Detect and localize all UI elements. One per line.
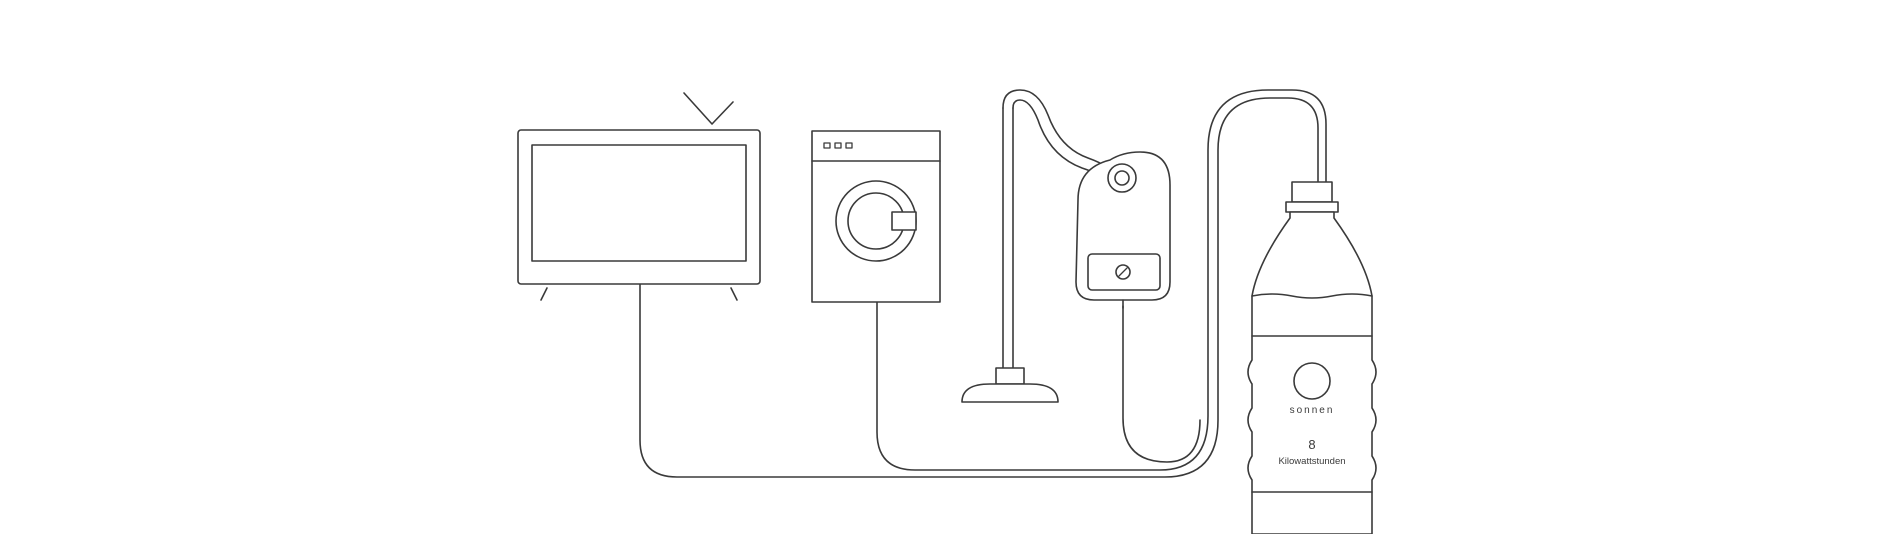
vacuum-panel: [1087, 253, 1161, 291]
washer-button-2: [834, 142, 842, 149]
bottle-body: [1247, 211, 1377, 534]
battery-brand: sonnen: [1290, 405, 1335, 416]
washer-button-1: [823, 142, 831, 149]
bottle-cap-ring: [1285, 201, 1339, 213]
vacuum-nozzle-neck: [995, 367, 1025, 385]
vacuum-nozzle: [961, 383, 1059, 403]
bottle-logo-circle: [1293, 362, 1331, 400]
washing-machine-icon: [811, 130, 941, 303]
washer-body: [811, 130, 941, 303]
vacuum-hose-connector-outer: [1107, 163, 1137, 193]
battery-capacity-unit: Kilowattstunden: [1278, 456, 1345, 467]
tv-glow-left: [540, 287, 548, 301]
washer-button-3: [845, 142, 853, 149]
vacuum-dial-mark: [1118, 267, 1128, 277]
vacuum-body: [1075, 151, 1171, 301]
washer-door-handle: [891, 211, 917, 231]
vacuum-cable: [1122, 305, 1201, 463]
battery-capacity-value: 8: [1308, 437, 1315, 452]
vacuum-hose-connector-inner: [1114, 170, 1130, 186]
battery-bottle-icon: sonnen 8 Kilowattstunden: [1247, 181, 1377, 534]
bottle-liquid-line: [1251, 293, 1373, 299]
washer-cable: [876, 89, 1327, 471]
tv-glow-right: [730, 287, 738, 301]
tv-cable: [639, 97, 1319, 478]
bottle-cap: [1291, 181, 1333, 203]
tv-screen: [531, 144, 747, 262]
vacuum-dial: [1115, 264, 1131, 280]
power-cables: [639, 89, 1327, 478]
vacuum-cleaner-icon: [961, 89, 1171, 403]
vacuum-wand: [1002, 107, 1014, 369]
tv-antenna: [683, 92, 734, 125]
tv-frame: [517, 129, 761, 285]
television-icon: [517, 92, 761, 301]
